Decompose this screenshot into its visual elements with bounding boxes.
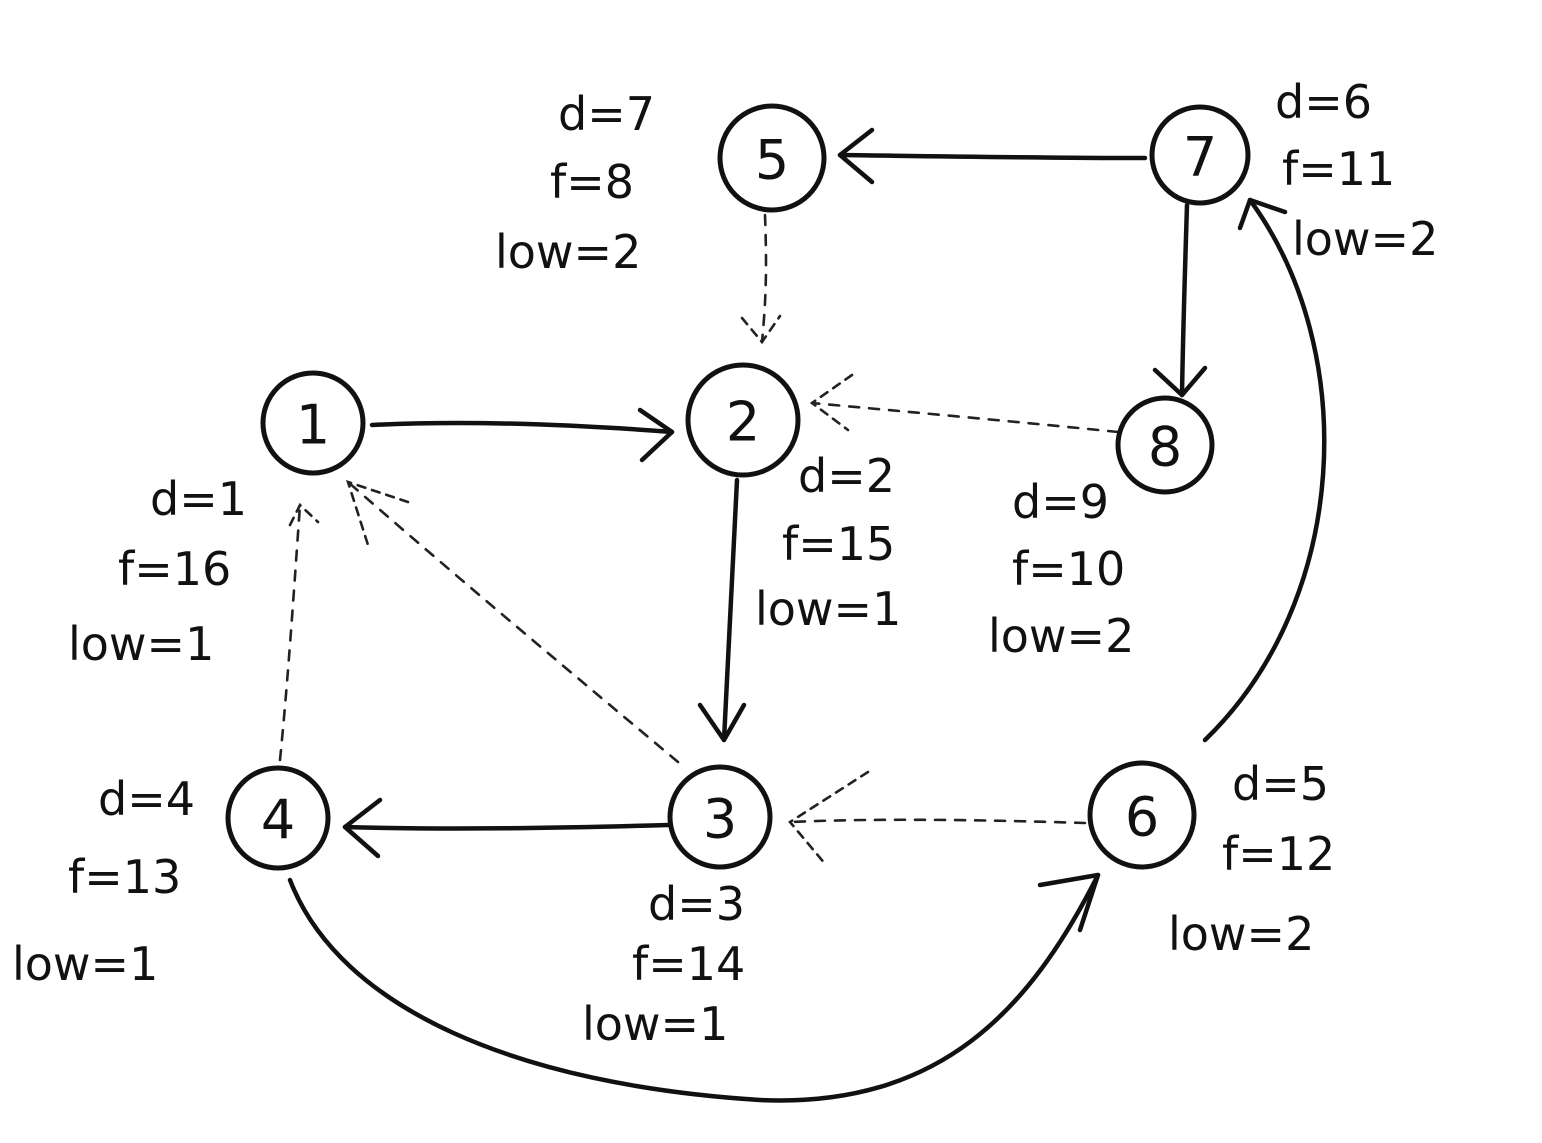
node-4-f: f=13 xyxy=(68,850,181,904)
node-7-f: f=11 xyxy=(1282,142,1395,196)
edge-8-2 xyxy=(809,373,1120,434)
annotation-node-6: d=5 f=12 low=2 xyxy=(1168,757,1335,961)
edge-4-6 xyxy=(287,872,1101,1103)
node-3: 3 xyxy=(667,764,773,870)
node-8-label: 8 xyxy=(1148,416,1182,479)
annotation-node-1: d=1 f=16 low=1 xyxy=(68,472,247,671)
node-6-f: f=12 xyxy=(1222,827,1335,881)
node-5-f: f=8 xyxy=(550,155,634,209)
edge-6-3 xyxy=(788,770,1087,867)
node-7-d: d=6 xyxy=(1275,75,1372,129)
annotation-node-7: d=6 f=11 low=2 xyxy=(1275,75,1438,266)
node-8-d: d=9 xyxy=(1012,475,1109,529)
node-8-f: f=10 xyxy=(1012,542,1125,596)
annotation-node-8: d=9 f=10 low=2 xyxy=(988,475,1134,663)
edge-6-7 xyxy=(1202,197,1327,743)
node-6-d: d=5 xyxy=(1232,757,1329,811)
node-6: 6 xyxy=(1087,760,1197,870)
edge-2-3 xyxy=(697,477,747,743)
node-7-low: low=2 xyxy=(1292,212,1438,266)
node-1-label: 1 xyxy=(296,394,330,457)
edge-7-8 xyxy=(1152,202,1208,398)
node-5-label: 5 xyxy=(755,129,789,192)
edge-5-2 xyxy=(740,213,782,345)
node-2-label: 2 xyxy=(726,391,760,454)
node-6-label: 6 xyxy=(1125,786,1159,849)
node-1: 1 xyxy=(260,370,366,476)
edge-1-2 xyxy=(369,407,675,463)
annotation-node-4: d=4 f=13 low=1 xyxy=(12,772,195,991)
node-2-low: low=1 xyxy=(755,582,901,636)
node-2-f: f=15 xyxy=(782,517,895,571)
node-4-label: 4 xyxy=(261,789,295,852)
annotation-node-2: d=2 f=15 low=1 xyxy=(755,449,901,636)
node-8-low: low=2 xyxy=(988,609,1134,663)
node-3-f: f=14 xyxy=(632,937,745,991)
node-1-low: low=1 xyxy=(68,617,214,671)
node-5-low: low=2 xyxy=(495,225,641,279)
node-7-label: 7 xyxy=(1183,126,1217,189)
edge-7-5 xyxy=(837,127,1148,185)
node-3-d: d=3 xyxy=(648,877,745,931)
node-5: 5 xyxy=(717,103,827,213)
node-4-d: d=4 xyxy=(98,772,195,826)
node-2: 2 xyxy=(685,362,801,478)
node-6-low: low=2 xyxy=(1168,907,1314,961)
edge-3-4 xyxy=(342,797,671,859)
node-4: 4 xyxy=(225,765,331,871)
node-7: 7 xyxy=(1149,104,1251,206)
node-2-d: d=2 xyxy=(798,449,895,503)
annotation-node-5: d=7 f=8 low=2 xyxy=(495,87,655,279)
node-1-f: f=16 xyxy=(118,542,231,596)
node-4-low: low=1 xyxy=(12,937,158,991)
node-8: 8 xyxy=(1115,395,1215,495)
annotation-node-3: d=3 f=14 low=1 xyxy=(582,877,745,1051)
edge-3-1 xyxy=(345,479,680,764)
node-5-d: d=7 xyxy=(558,87,655,141)
edge-4-1 xyxy=(278,502,320,762)
node-3-low: low=1 xyxy=(582,997,728,1051)
node-3-label: 3 xyxy=(703,788,737,851)
node-1-d: d=1 xyxy=(150,472,247,526)
